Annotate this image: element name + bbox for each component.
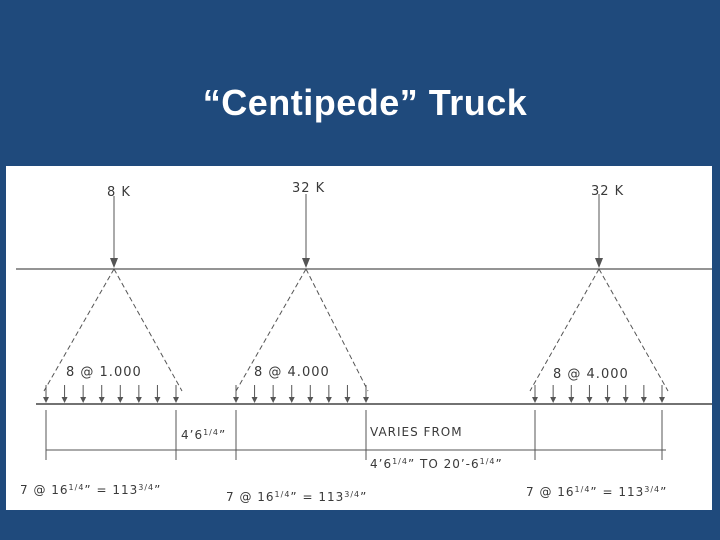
load-label-left: 8 K (107, 185, 131, 200)
distributed-arrow (43, 385, 49, 403)
spacing-label-middle: 7 @ 161/4” = 1133/4” (226, 490, 367, 504)
load-label-right: 32 K (591, 184, 624, 199)
distributed-arrow (586, 385, 593, 403)
distributed-arrow (307, 385, 314, 403)
distribution-triangle-middle (235, 268, 369, 392)
dimension-line-main (45, 410, 666, 460)
distributed-arrow (363, 385, 369, 403)
distributed-label-left: 8 @ 1.000 (66, 365, 142, 380)
distributed-arrow (233, 385, 239, 403)
slide-title: “Centipede” Truck (202, 82, 528, 123)
load-arrow-left (110, 196, 118, 268)
varies-label-line2: 4’61/4” TO 20’-61/4” (370, 457, 503, 471)
spacing-label-right: 7 @ 161/4” = 1133/4” (526, 485, 667, 499)
distributed-arrow (270, 385, 277, 403)
distributed-arrows (43, 385, 665, 403)
gap-fixed-label: 4’61/4” (181, 428, 226, 442)
distributed-arrow (532, 385, 538, 403)
distribution-triangle-right (529, 268, 669, 392)
centipede-truck-diagram: 8 K 32 K 32 K 8 @ 1.000 8 @ 4.000 8 @ 4.… (6, 166, 712, 510)
distributed-arrow (61, 385, 68, 403)
distributed-arrow (344, 385, 351, 403)
load-label-middle: 32 K (292, 181, 325, 196)
diagram-canvas: 8 K 32 K 32 K 8 @ 1.000 8 @ 4.000 8 @ 4.… (16, 181, 712, 504)
distributed-arrow (659, 385, 665, 403)
spacing-label-left: 7 @ 161/4” = 1133/4” (20, 483, 161, 497)
load-arrow-middle (302, 194, 310, 268)
distributed-label-right: 8 @ 4.000 (553, 367, 629, 382)
distributed-arrow (288, 385, 295, 403)
distributed-arrow (622, 385, 629, 403)
distributed-arrow (98, 385, 105, 403)
distributed-arrow (325, 385, 332, 403)
varies-label-line1: VARIES FROM (370, 425, 463, 439)
distributed-arrow (568, 385, 575, 403)
distributed-arrow (251, 385, 258, 403)
distributed-arrow (173, 385, 179, 403)
load-arrow-right (595, 194, 603, 268)
distributed-arrow (154, 385, 161, 403)
distributed-arrow (550, 385, 557, 403)
distributed-arrow (135, 385, 142, 403)
distribution-triangle-left (43, 268, 183, 392)
distributed-arrow (80, 385, 87, 403)
distributed-arrow (640, 385, 647, 403)
distributed-arrow (604, 385, 611, 403)
distributed-arrow (117, 385, 124, 403)
distributed-label-middle: 8 @ 4.000 (254, 365, 330, 380)
